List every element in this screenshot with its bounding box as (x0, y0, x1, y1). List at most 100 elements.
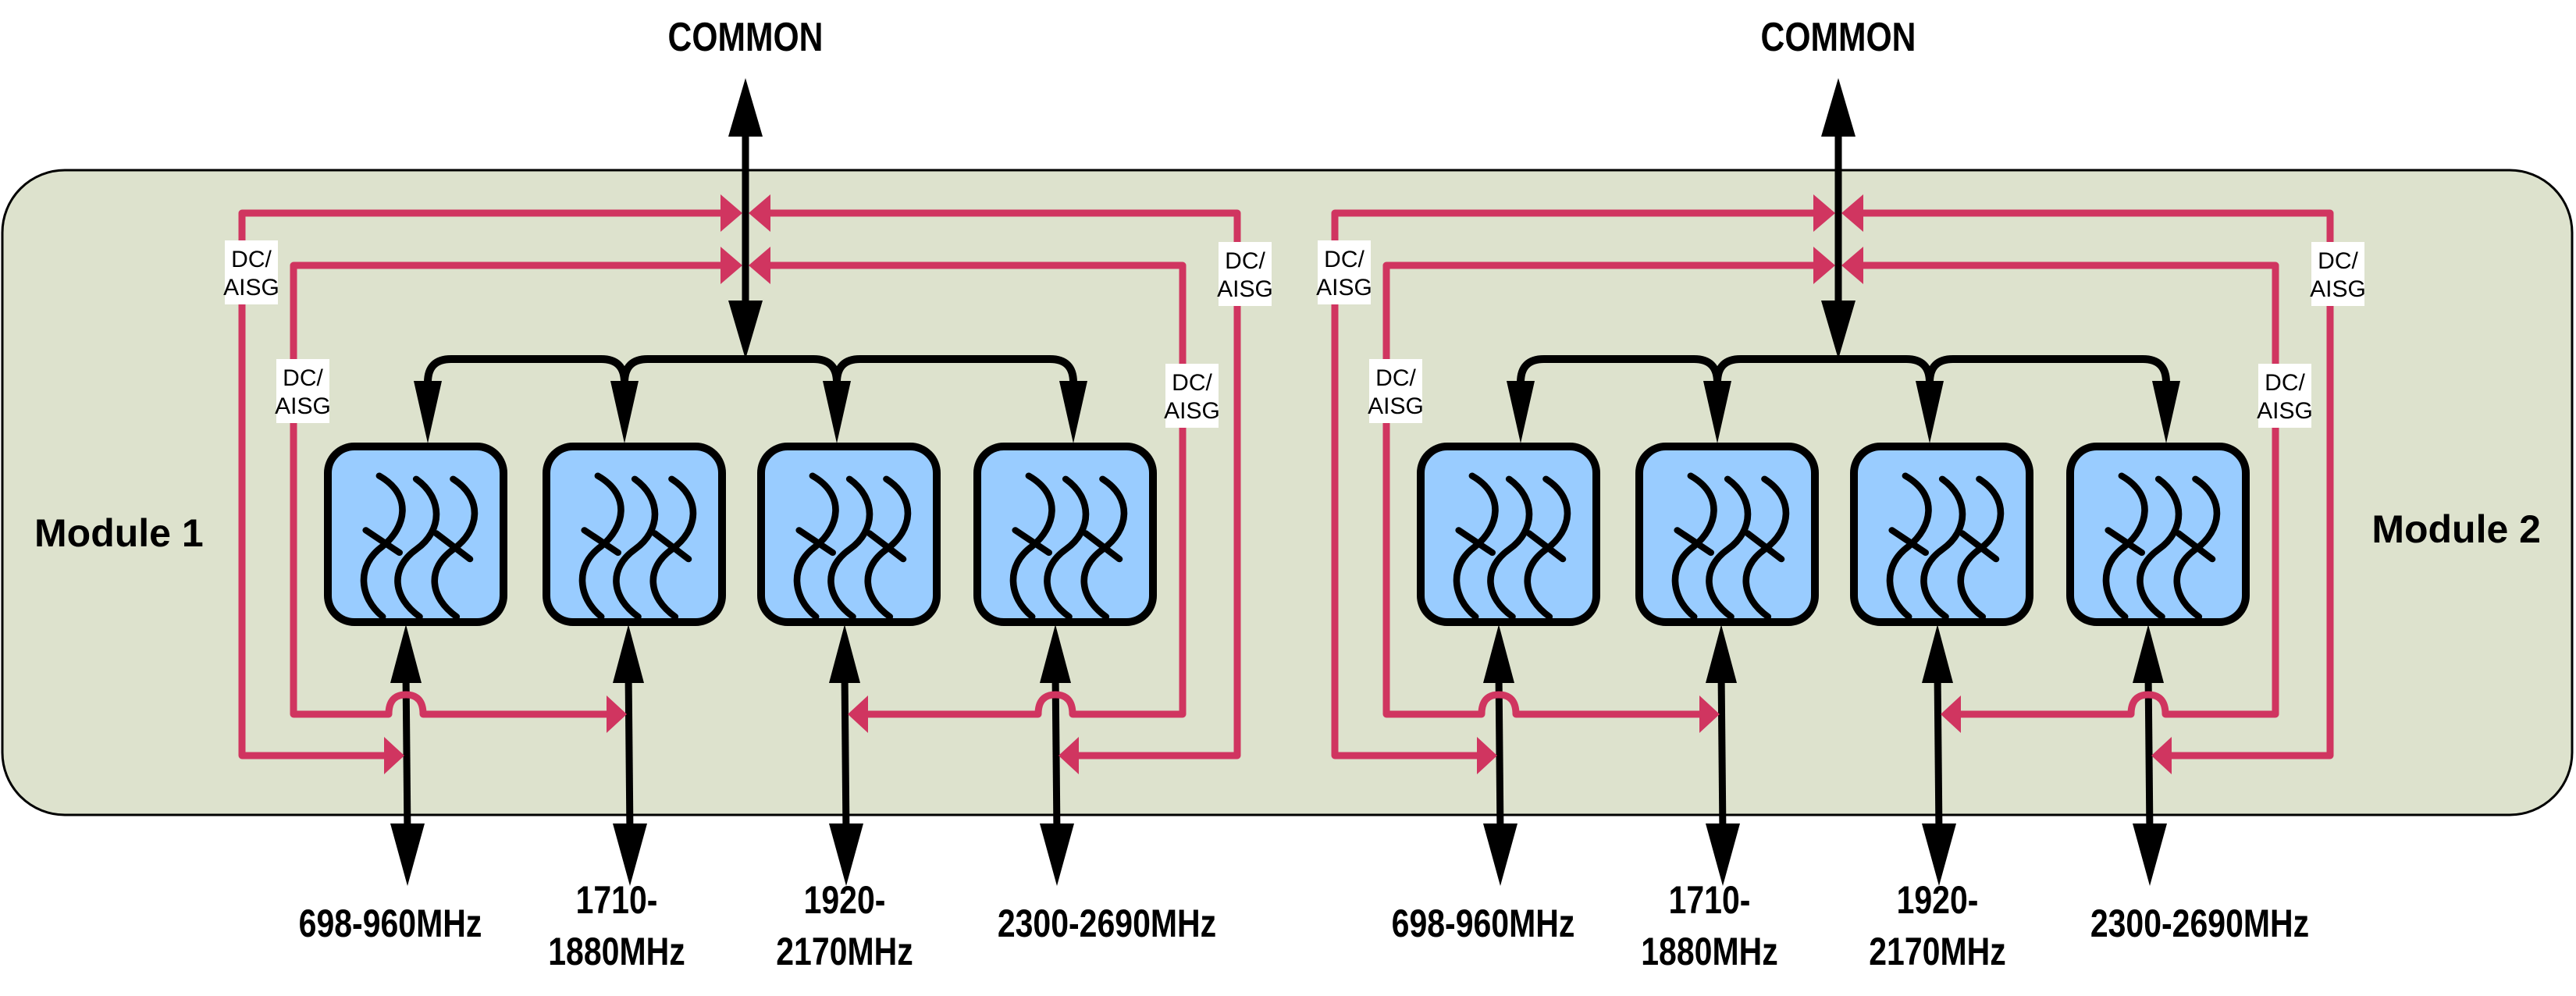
band-arrow-up-icon (2133, 624, 2164, 683)
dc-aisg-label-line: DC/ (2265, 370, 2305, 396)
dc-aisg-label-bg (2311, 242, 2364, 306)
rf-bus (1517, 355, 2170, 406)
filter-wave (2102, 472, 2148, 621)
dc-arrow-left-icon (2151, 737, 2172, 774)
module-1: COMMONDC/AISGDC/AISGDC/AISGDC/AISG698-96… (223, 15, 1273, 973)
filter-icon (1009, 472, 1128, 621)
band-arrow-up-icon (829, 624, 860, 683)
filter-wave (2137, 475, 2183, 621)
dc-aisg-label-bg (276, 359, 329, 423)
band-arrow-up-icon (1040, 624, 1071, 683)
dc-aisg-label-line: DC/ (1225, 248, 1265, 274)
bus-arrow-down-icon (1703, 381, 1731, 443)
filter-cross (581, 527, 622, 557)
dc-arrow-left-icon (1059, 737, 1079, 774)
filter-cross (1012, 527, 1053, 557)
filter-wave (793, 472, 839, 621)
filter-wave (394, 475, 440, 621)
dc-arrow-left-icon (1841, 194, 1863, 232)
dc-arrow-right-icon (1813, 194, 1835, 232)
band-arrow-up-icon (1706, 624, 1737, 683)
dc-arrow-left-icon (749, 194, 770, 232)
dc-arrow-right-icon (720, 194, 742, 232)
dc-line-right-inner (763, 261, 1187, 718)
bus-arrow-down-icon (1059, 381, 1087, 443)
dc-line-left-inner (1382, 261, 1821, 718)
filter-cross (2175, 530, 2216, 563)
band-label: 2170MHz (776, 930, 913, 973)
dc-aisg-label-bg (1369, 359, 1422, 423)
filter-icon (1886, 472, 2005, 621)
filter-icon (1671, 472, 1790, 621)
dc-aisg-label-line: DC/ (1375, 365, 1416, 391)
filter-wave (1886, 472, 1932, 621)
filter-wave (1671, 472, 1717, 621)
filter-cross (866, 530, 907, 563)
dc-arrow-right-icon (720, 247, 742, 284)
band-arrow-down-icon (1922, 823, 1956, 886)
dc-aisg-label: DC/AISG (223, 247, 279, 301)
filter-icon (360, 472, 479, 621)
dc-line-left-inner (290, 261, 728, 718)
filter-box (1850, 443, 2033, 626)
band-port-line (1717, 671, 1727, 836)
band-label: 1920- (1897, 878, 1979, 922)
band-arrow-down-icon (613, 823, 647, 886)
filter-box (757, 443, 941, 626)
bus-arrow-down-icon (1916, 381, 1944, 443)
band-arrow-down-icon (829, 823, 863, 886)
dc-line-left-outer (1331, 209, 1821, 759)
filter-icon (793, 472, 912, 621)
dc-line-right-outer (1856, 209, 2334, 759)
dc-aisg-label-line: DC/ (231, 247, 272, 272)
module-2-label: Module 2 (2371, 507, 2541, 551)
filter-cross (362, 527, 404, 557)
band-arrow-down-icon (1483, 823, 1517, 886)
band-port-line (402, 671, 411, 836)
filter-wave (613, 475, 659, 621)
dc-aisg-label-line: AISG (2257, 398, 2313, 424)
dc-arrow-right-icon (1699, 695, 1720, 733)
common-arrow-up-icon (728, 78, 763, 137)
band-port-line (2144, 671, 2154, 836)
dc-aisg-label: DC/AISG (1368, 365, 1424, 419)
module-2: COMMONDC/AISGDC/AISGDC/AISGDC/AISG698-96… (1316, 15, 2366, 973)
band-arrow-down-icon (390, 823, 425, 886)
filter-box (973, 443, 1157, 626)
dc-arrow-left-icon (1841, 247, 1863, 284)
band-port-line (1495, 671, 1504, 836)
dc-aisg-label-bg (1318, 240, 1371, 304)
filter-cross (1959, 530, 2000, 563)
dc-aisg-label: DC/AISG (2257, 370, 2313, 424)
band-arrow-down-icon (2133, 823, 2167, 886)
band-label: 1710- (576, 878, 658, 922)
dc-arrow-right-icon (1813, 247, 1835, 284)
dc-aisg-label-bg (1165, 364, 1219, 428)
band-port-line (1051, 671, 1061, 836)
filter-wave (1706, 475, 1752, 621)
dc-line-left-outer (238, 209, 728, 759)
filter-wave (1009, 472, 1055, 621)
dc-aisg-label-bg (2258, 364, 2311, 428)
dc-arrow-left-icon (848, 695, 868, 733)
dc-aisg-label-bg (1219, 242, 1272, 306)
filter-cross (1455, 527, 1496, 557)
band-label: 1880MHz (548, 930, 685, 973)
filter-box (543, 443, 726, 626)
dc-aisg-label: DC/AISG (2310, 248, 2366, 302)
dc-aisg-label-line: AISG (1368, 393, 1424, 419)
dc-aisg-label-line: DC/ (1324, 247, 1364, 272)
filter-wave (1920, 475, 1966, 621)
filter-box (1417, 443, 1600, 626)
filter-icon (1453, 472, 1571, 621)
filter-cross (432, 530, 474, 563)
band-port-line (1934, 671, 1943, 836)
band-label: 698-960MHz (299, 902, 482, 945)
module-1-label: Module 1 (34, 511, 204, 555)
dc-arrow-left-icon (1941, 695, 1961, 733)
dc-aisg-label: DC/AISG (275, 365, 331, 419)
common-label: COMMON (668, 15, 824, 60)
band-label: 698-960MHz (1392, 902, 1575, 945)
band-label: 1920- (804, 878, 886, 922)
